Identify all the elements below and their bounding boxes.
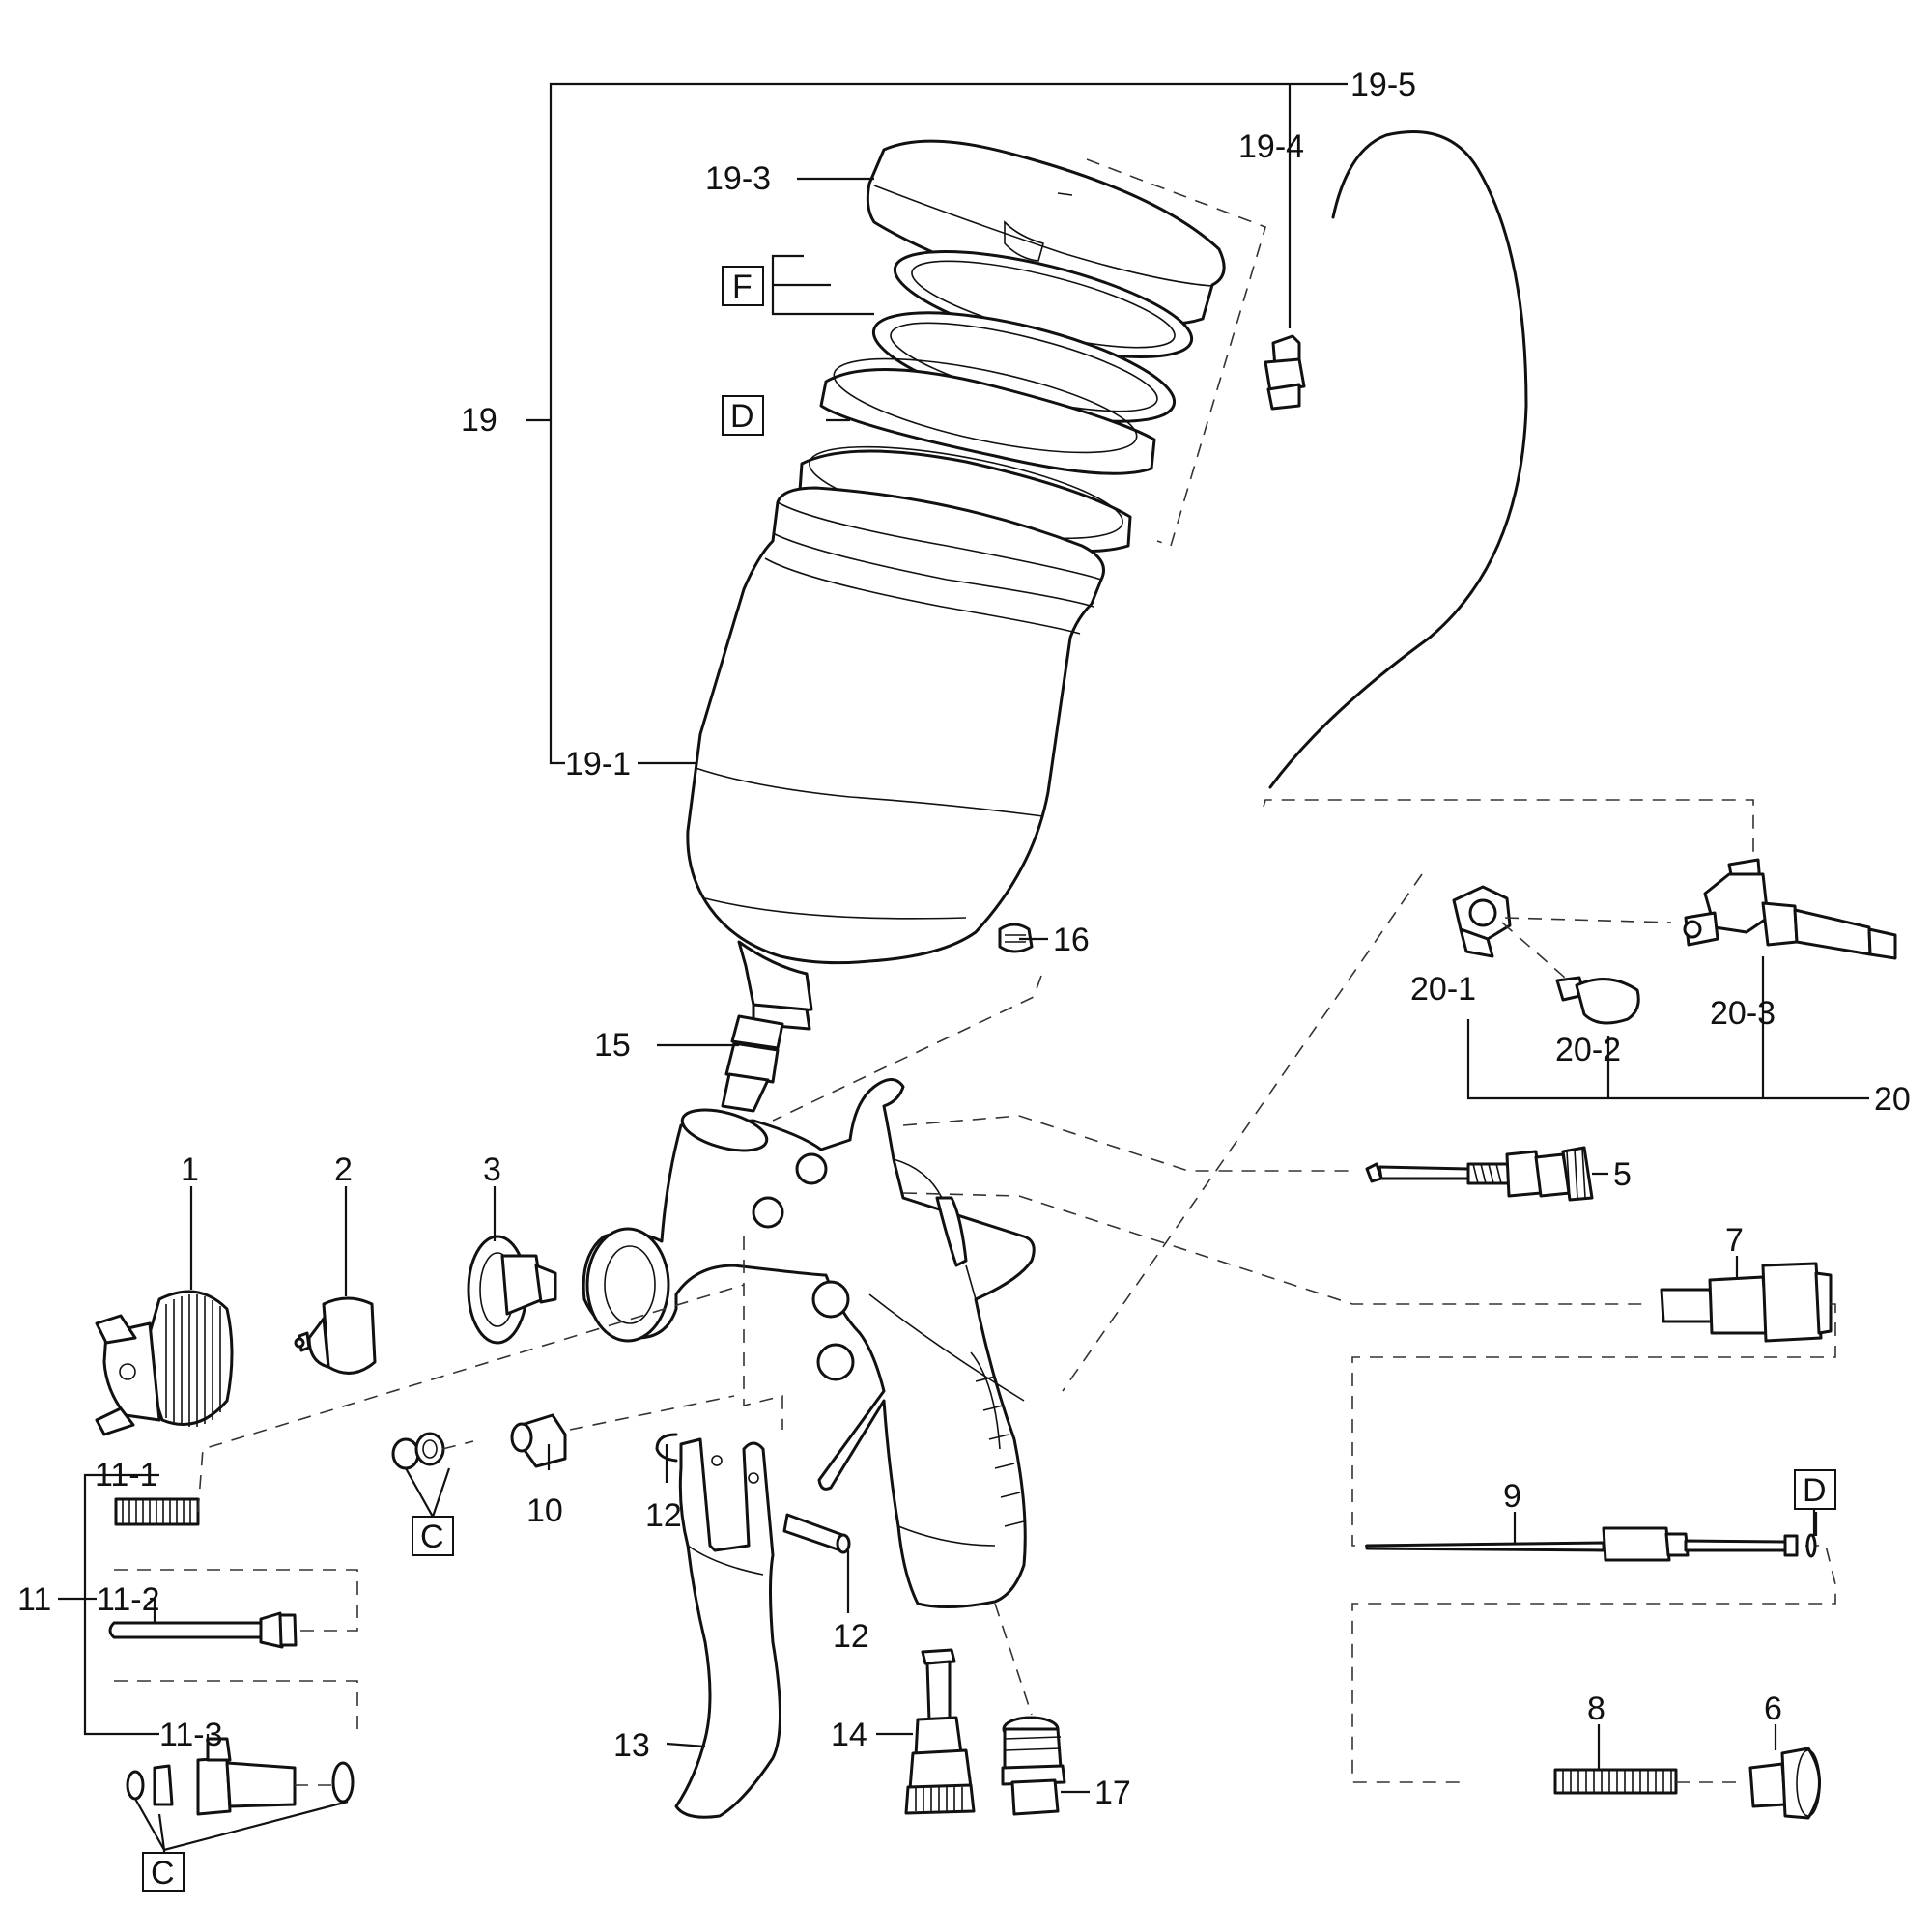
boxed-letters: F D D C C — [142, 266, 1836, 1892]
vent-fitting — [1264, 334, 1306, 411]
label-20-3: 20-3 — [1710, 995, 1776, 1032]
cup-seal-ring — [819, 357, 1156, 475]
box-f: F — [722, 266, 764, 306]
group-19-bracket — [526, 82, 1348, 765]
needle-5 — [1365, 1146, 1594, 1202]
valve-body-11-3 — [126, 1737, 355, 1816]
trigger-13 — [674, 1437, 781, 1819]
label-1: 1 — [181, 1151, 199, 1188]
box-d-right-text: D — [1803, 1472, 1827, 1509]
label-12-clip: 12 — [645, 1497, 682, 1534]
baffle-3 — [467, 1235, 557, 1345]
needle-rod-9 — [1365, 1526, 1817, 1562]
label-11-2: 11-2 — [97, 1581, 160, 1618]
box-c-mid-text: C — [420, 1519, 444, 1555]
rod-11-2-dashed-box — [114, 1569, 358, 1739]
nut-20-1 — [1452, 885, 1512, 958]
spring-11-1 — [114, 1497, 200, 1526]
lid-gasket-rings — [871, 250, 1194, 423]
label-6: 6 — [1764, 1690, 1782, 1727]
label-14: 14 — [831, 1717, 867, 1753]
valve-20-3 — [1683, 858, 1897, 960]
label-3: 3 — [483, 1151, 501, 1188]
vent-hose — [1268, 130, 1528, 789]
hose-dashed-link — [1263, 799, 1754, 865]
label-20-2: 20-2 — [1555, 1032, 1621, 1068]
air-cap-1 — [95, 1290, 234, 1436]
vent-dashed-frame — [1086, 158, 1266, 548]
gun-body-vertical-dashed — [743, 1236, 783, 1430]
label-2: 2 — [334, 1151, 353, 1188]
callout-labels: 19-5 19-4 19-3 19 19-1 16 15 20-1 20-2 2… — [17, 67, 1911, 1811]
label-19-3: 19-3 — [705, 160, 771, 197]
box-d-right: D — [1794, 1469, 1836, 1510]
spring-8 — [1553, 1768, 1678, 1795]
label-5: 5 — [1613, 1156, 1632, 1193]
label-10: 10 — [526, 1492, 563, 1529]
connector-dashed-link — [902, 1192, 1642, 1305]
washers-c-mid — [391, 1432, 445, 1470]
box-c-bottom: C — [142, 1852, 185, 1892]
connector-15 — [721, 1014, 784, 1113]
plug-20-2 — [1555, 976, 1640, 1025]
label-12-pin: 12 — [833, 1618, 869, 1655]
kit-20 — [1452, 858, 1897, 1100]
valve-14 — [904, 1648, 976, 1815]
label-19-4: 19-4 — [1238, 128, 1304, 165]
seal-10 — [510, 1413, 567, 1468]
cup-lid — [866, 139, 1226, 326]
kit-20-bracket — [1466, 1019, 1869, 1100]
label-11-1: 11-1 — [95, 1457, 158, 1493]
air-connector-7 — [1660, 1262, 1833, 1343]
pin-12 — [782, 1513, 851, 1554]
seal-dashed-link — [569, 1395, 735, 1431]
cup-assembly — [686, 130, 1528, 1031]
label-19-1: 19-1 — [565, 746, 631, 782]
washer-dashed-link — [441, 1440, 474, 1450]
group-11-bracket — [58, 1473, 210, 1739]
vent-hose-inner — [1269, 130, 1527, 788]
fitting-dashed-link — [994, 1603, 1033, 1716]
box-d-top: D — [722, 395, 764, 436]
label-20: 20 — [1874, 1081, 1911, 1118]
kit-20-dashed-link-2 — [1501, 922, 1566, 979]
rod-11-2 — [108, 1611, 298, 1649]
box-c-bottom-text: C — [151, 1855, 175, 1891]
label-11: 11 — [17, 1581, 51, 1618]
label-7: 7 — [1725, 1222, 1744, 1259]
box-d-top-text: D — [730, 398, 754, 435]
label-16: 16 — [1053, 922, 1090, 958]
cup-body — [686, 486, 1105, 1031]
fluid-nozzle-2 — [294, 1296, 377, 1375]
plug-dashed-link — [772, 975, 1042, 1122]
label-15: 15 — [594, 1027, 631, 1064]
clip-12 — [655, 1433, 678, 1463]
label-20-1: 20-1 — [1410, 971, 1476, 1008]
plug-16 — [998, 923, 1034, 953]
adjustment-knob-6 — [1748, 1747, 1821, 1820]
air-path-dashed — [1062, 873, 1423, 1392]
label-19-5: 19-5 — [1350, 67, 1416, 103]
label-19: 19 — [461, 402, 497, 439]
label-13: 13 — [613, 1727, 650, 1764]
label-17: 17 — [1094, 1775, 1131, 1811]
gun-body — [582, 1078, 1036, 1609]
needle-dashed-link — [902, 1115, 1352, 1172]
kit-20-dashed-link — [1504, 917, 1672, 923]
label-8: 8 — [1587, 1690, 1605, 1727]
fitting-17 — [1001, 1716, 1066, 1816]
label-11-3: 11-3 — [159, 1717, 223, 1753]
box-c-mid: C — [412, 1516, 454, 1556]
label-9: 9 — [1503, 1478, 1521, 1515]
box-f-text: F — [732, 269, 753, 305]
